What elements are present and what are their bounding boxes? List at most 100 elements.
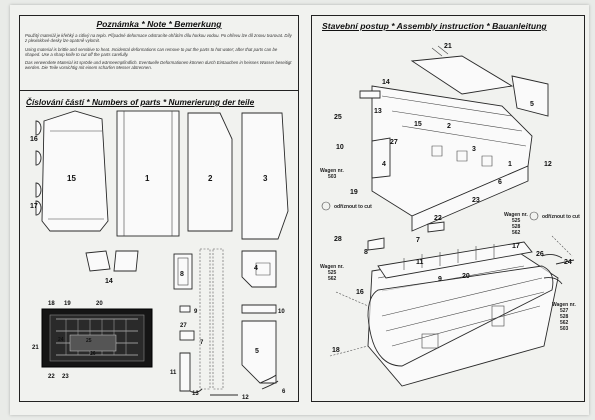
assembly-number: 12 <box>544 161 552 168</box>
part-number: 26 <box>90 351 96 357</box>
part-3-shape <box>241 112 289 240</box>
part-number: 9 <box>194 309 198 315</box>
assembly-number: 22 <box>434 215 442 222</box>
assembly-diagram: 21 14 13 5 25 15 2 27 10 3 4 1 12 6 19 2… <box>320 43 580 387</box>
wagon-note-number: 528 <box>512 224 521 230</box>
part-1-shape <box>116 110 180 237</box>
assembly-number: 21 <box>444 43 452 50</box>
part-number: 18 <box>48 301 55 307</box>
cut-notes: odříznout to cut odříznout to cut <box>321 201 580 221</box>
cut-note-text: odříznout to cut <box>334 204 372 210</box>
wagon-note-number: 562 <box>560 320 569 326</box>
part-number: 14 <box>105 278 113 285</box>
assembly-number: 20 <box>462 273 470 280</box>
assembly-number: 27 <box>390 139 398 146</box>
assembly-number: 7 <box>416 237 420 244</box>
part-number: 22 <box>48 374 55 380</box>
instruction-sheet: Poznámka * Note * Bemerkung Použitý mate… <box>10 5 589 415</box>
upper-assembly <box>359 45 549 233</box>
assembly-number: 18 <box>332 347 340 354</box>
part-number-labels: 16 15 1 2 3 17 14 8 4 9 10 27 7 5 11 12 … <box>30 136 286 401</box>
part-14-shape <box>85 250 111 272</box>
assembly-number: 24 <box>564 259 572 266</box>
notes-panel: Poznámka * Note * Bemerkung Použitý mate… <box>19 15 299 91</box>
assembly-number: 26 <box>536 251 544 258</box>
part-number: 27 <box>180 323 187 329</box>
assembly-number: 13 <box>374 108 382 115</box>
assembly-number: 23 <box>472 197 480 204</box>
part-number: 21 <box>32 345 39 351</box>
assembly-number: 15 <box>414 121 422 128</box>
part-4-shape <box>241 250 277 288</box>
assembly-number: 19 <box>350 189 358 196</box>
part-number: 6 <box>282 389 286 395</box>
part-number: 25 <box>86 338 92 344</box>
assembly-number: 6 <box>498 179 502 186</box>
notes-title: Poznámka * Note * Bemerkung <box>96 19 222 29</box>
parts-diagram: 16 15 1 2 3 17 14 8 4 9 10 27 7 5 11 12 … <box>30 110 289 401</box>
photo-etch-fret <box>41 308 153 368</box>
part-number: 19 <box>64 301 71 307</box>
part-15-shape <box>41 110 109 232</box>
assembly-number: 9 <box>438 276 442 283</box>
part-number: 12 <box>242 395 249 401</box>
part-number: 24 <box>58 337 64 343</box>
part-number: 23 <box>62 374 69 380</box>
part-number: 8 <box>180 271 184 278</box>
assembly-number: 28 <box>334 236 342 243</box>
parts-title: Číslování částí * Numbers of parts * Num… <box>26 97 255 107</box>
part-number: 20 <box>96 301 103 307</box>
assembly-number: 14 <box>382 79 390 86</box>
part-number: 3 <box>263 174 268 183</box>
wagon-note-number: 528 <box>560 314 569 320</box>
wagon-note-number: 525 <box>328 270 337 276</box>
part-8-shape <box>173 253 193 290</box>
part-number: 7 <box>200 340 204 346</box>
part-number: 11 <box>170 370 177 376</box>
assembly-number: 5 <box>530 101 534 108</box>
part-number: 15 <box>67 174 76 183</box>
part-number: 10 <box>278 309 285 315</box>
assembly-number: 4 <box>382 161 386 168</box>
part-number: 17 <box>30 203 38 210</box>
assembly-panel: Stavební postup * Assembly instruction *… <box>311 15 585 402</box>
wagon-note-number: 562 <box>512 230 521 236</box>
assembly-number: 25 <box>334 114 342 121</box>
part-number: 5 <box>255 348 259 355</box>
part-number: 4 <box>254 265 258 272</box>
note-czech: Použitý materiál je křehký a citlivý na … <box>25 33 292 44</box>
assembly-number: 17 <box>512 243 520 250</box>
parts-panel: Číslování částí * Numbers of parts * Num… <box>19 91 299 402</box>
note-english: Using material is brittle and sensitive … <box>25 46 278 57</box>
wagon-note-label: Wagen nr. <box>552 302 576 308</box>
assembly-title: Stavební postup * Assembly instruction *… <box>322 21 547 31</box>
assembly-number: 3 <box>472 146 476 153</box>
wagon-note-number: 562 <box>328 276 337 282</box>
assembly-number: 10 <box>336 144 344 151</box>
assembly-number-labels: 21 14 13 5 25 15 2 27 10 3 4 1 12 6 19 2… <box>332 43 572 354</box>
part-number: 1 <box>145 174 150 183</box>
wagon-note-label: Wagen nr. <box>320 264 344 270</box>
part-number: 13 <box>192 391 199 397</box>
assembly-number: 16 <box>356 289 364 296</box>
assembly-number: 2 <box>447 123 451 130</box>
wagon-note-label: Wagen nr. <box>320 168 344 174</box>
wagon-note-label: Wagen nr. <box>504 212 528 218</box>
part-number: 16 <box>30 136 38 143</box>
lower-assembly <box>329 235 575 387</box>
assembly-number: 8 <box>364 249 368 256</box>
note-german: Das verwendete Material ist spröde und w… <box>25 60 292 71</box>
wagon-note-number: 525 <box>512 218 521 224</box>
part-2-shape <box>187 112 233 232</box>
part-5-shape <box>241 320 277 384</box>
notes-text: Použitý materiál je křehký a citlivý na … <box>25 33 293 74</box>
part-number: 2 <box>208 174 213 183</box>
assembly-number: 11 <box>416 259 424 266</box>
wagon-note-number: 503 <box>560 326 569 332</box>
cut-note-text: odříznout to cut <box>542 214 580 220</box>
wagon-note-number: 527 <box>560 308 569 314</box>
part-16-discs <box>35 120 42 216</box>
wagon-notes: Wagen nr. 503 Wagen nr. 525 528 562 Wage… <box>320 168 576 332</box>
wagon-note-number: 503 <box>328 174 337 180</box>
assembly-number: 1 <box>508 161 512 168</box>
